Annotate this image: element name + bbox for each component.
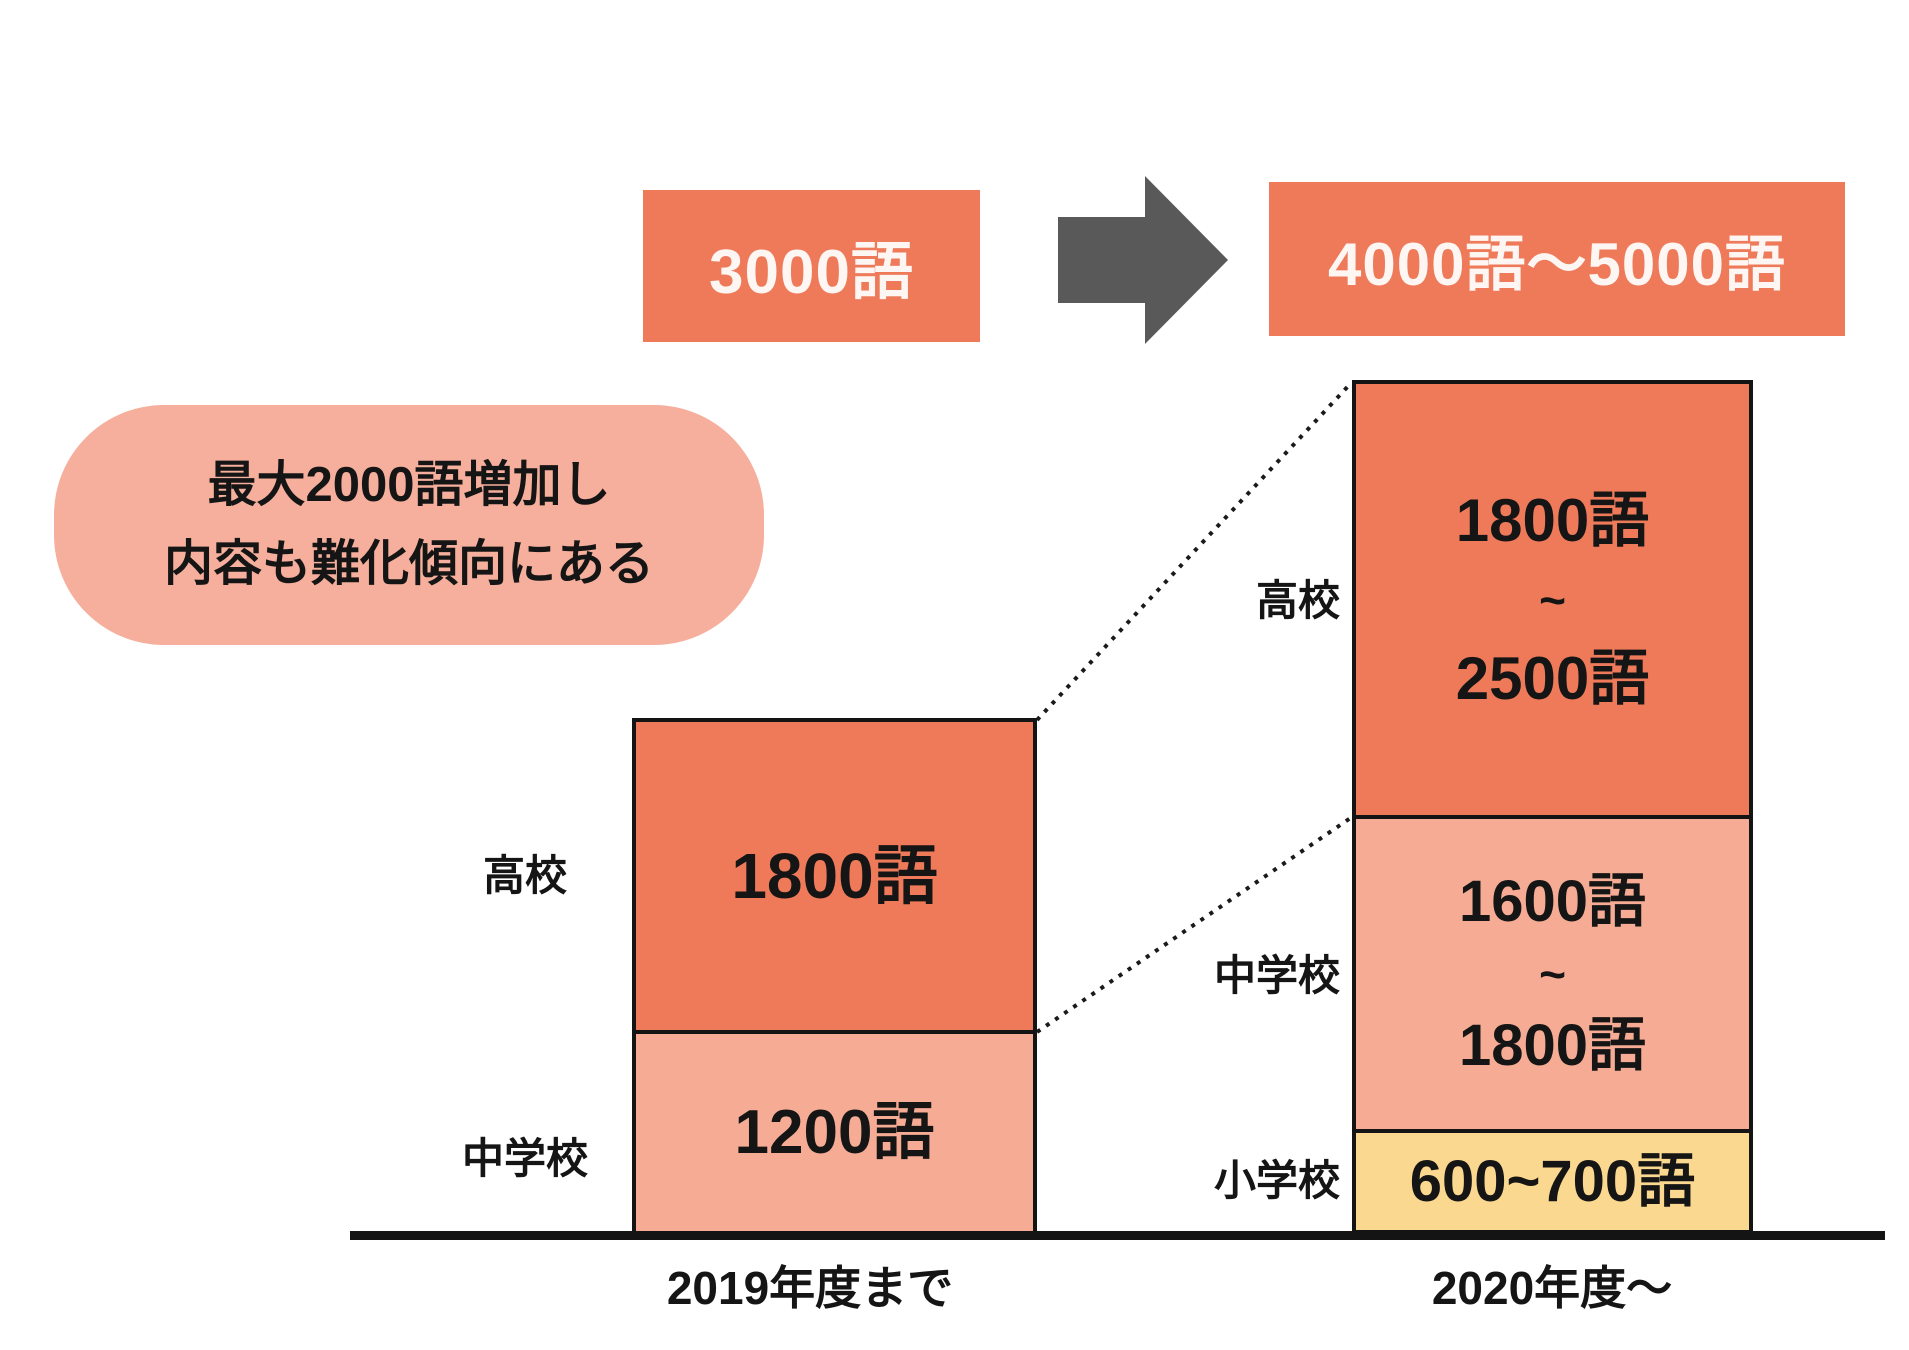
connector-line-koko xyxy=(1035,380,1354,722)
label-2020-chugaku: 中学校 xyxy=(1213,952,1340,999)
right-arrow-icon xyxy=(1058,176,1228,344)
after-total-box: 4000語〜5000語 xyxy=(1269,182,1845,336)
bar-2020-chugaku-segment: 1600語 ~ 1800語 xyxy=(1352,815,1753,1133)
bar-2020-chugaku-value-tilde: ~ xyxy=(1539,948,1566,1000)
bar-2020-koko-segment: 1800語 ~ 2500語 xyxy=(1352,380,1753,819)
axis-label-2020: 2020年度〜 xyxy=(1431,1262,1673,1314)
label-2019-koko: 高校 xyxy=(482,852,567,899)
bar-2020-koko-value-top: 1800語 xyxy=(1455,486,1650,554)
label-2019-chugaku: 中学校 xyxy=(461,1135,588,1182)
bar-2019-koko-segment: 1800語 xyxy=(632,718,1037,1034)
axis-baseline xyxy=(350,1231,1885,1240)
bar-2019-koko-value: 1800語 xyxy=(731,840,938,912)
bar-2019-chugaku-segment: 1200語 xyxy=(632,1030,1037,1235)
bar-2020-koko-value-bottom: 2500語 xyxy=(1455,644,1650,712)
bar-2020-shogaku-value: 600~700語 xyxy=(1409,1148,1696,1214)
bar-2020-koko-value-tilde: ~ xyxy=(1539,573,1566,626)
after-total-label: 4000語〜5000語 xyxy=(1328,230,1786,298)
axis-label-2019: 2019年度まで xyxy=(666,1262,954,1314)
callout-line-1: 最大2000語増加し xyxy=(207,457,611,512)
before-total-box: 3000語 xyxy=(643,190,980,342)
label-2020-shogaku: 小学校 xyxy=(1213,1157,1340,1204)
label-2020-koko: 高校 xyxy=(1255,577,1340,624)
before-total-label: 3000語 xyxy=(709,238,914,307)
bar-2020-chugaku-value-top: 1600語 xyxy=(1458,869,1647,934)
bar-2020-chugaku-value-bottom: 1800語 xyxy=(1458,1013,1647,1078)
callout-line-2: 内容も難化傾向にある xyxy=(163,537,654,591)
bar-2020-shogaku-segment: 600~700語 xyxy=(1352,1129,1753,1234)
connector-line-chugaku xyxy=(1035,815,1354,1034)
bar-2019-chugaku-value: 1200語 xyxy=(734,1097,935,1167)
callout-bubble: 最大2000語増加し 内容も難化傾向にある xyxy=(54,405,764,645)
